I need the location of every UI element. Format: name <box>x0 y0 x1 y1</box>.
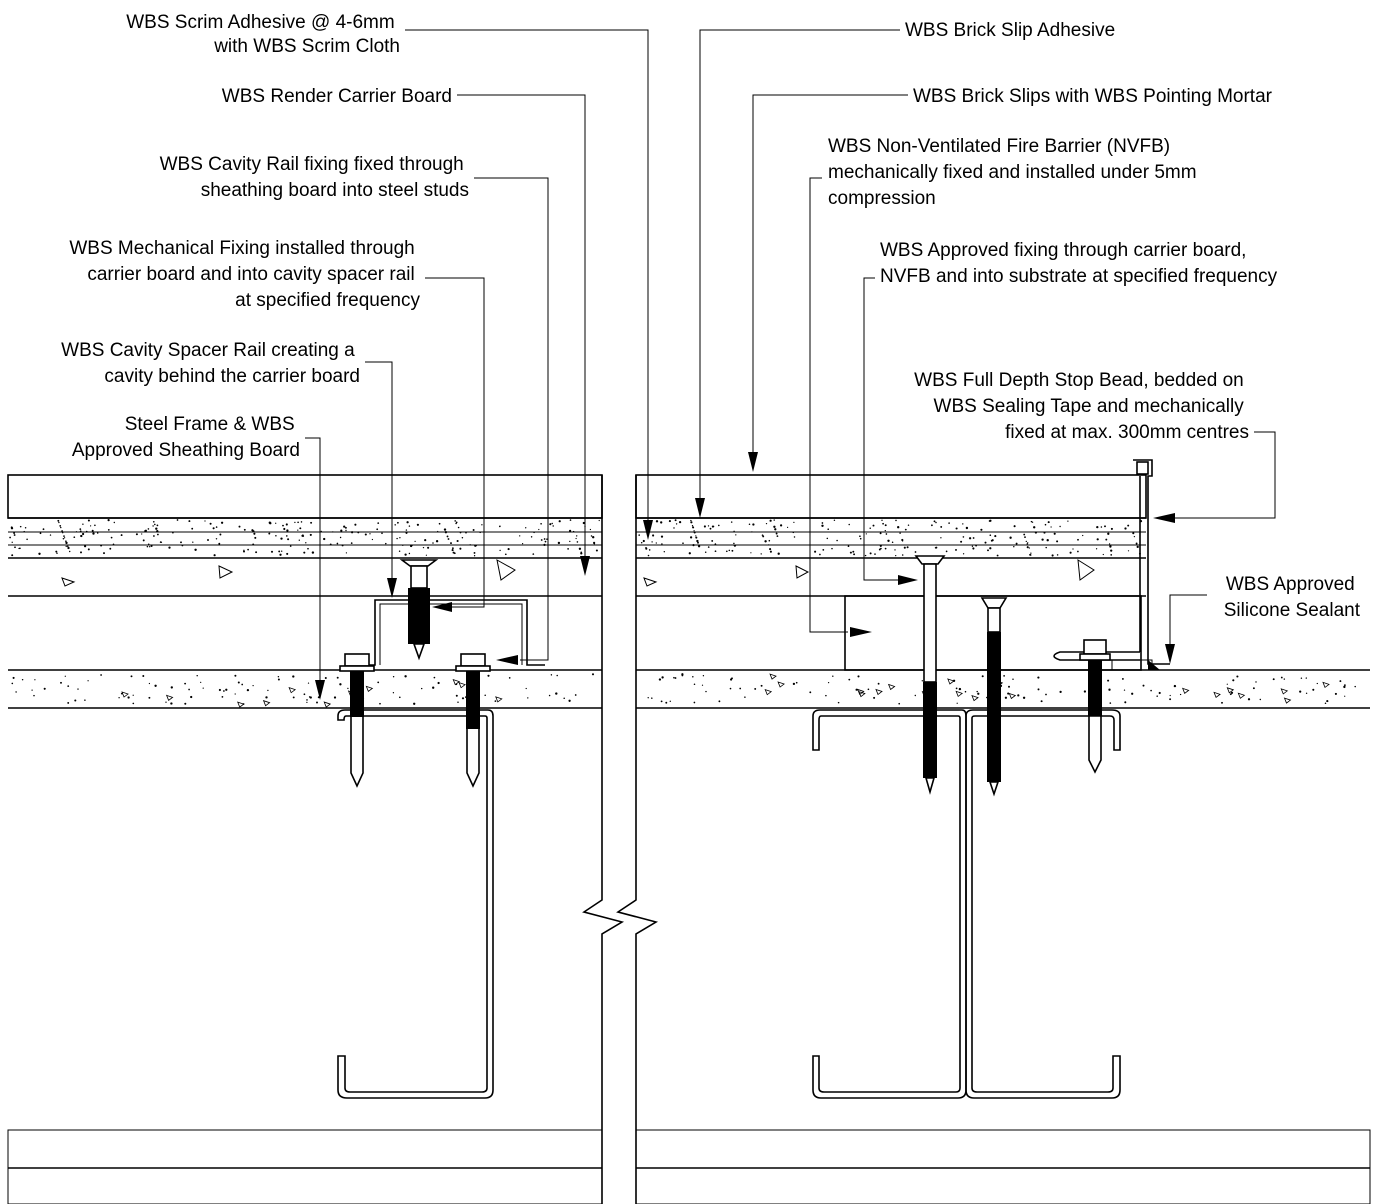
scrim-speckle-right <box>638 519 1143 557</box>
sheathing-speckle-left <box>11 673 595 708</box>
label-cavity-spacer-rail: WBS Cavity Spacer Rail creating a cavity… <box>61 340 360 387</box>
label-stop-bead: WBS Full Depth Stop Bead, bedded on WBS … <box>914 370 1249 443</box>
label-approved-fixing: WBS Approved fixing through carrier boar… <box>880 240 1278 287</box>
countersunk-fixing-screw <box>980 597 1008 797</box>
cavity-spacer-rail <box>355 599 545 666</box>
annotation-labels: WBS Scrim Adhesive @ 4-6mm with WBS Scri… <box>61 12 1361 621</box>
right-panel <box>616 459 1371 1204</box>
label-cavity-rail-fixing: WBS Cavity Rail fixing fixed through she… <box>160 154 469 201</box>
cavity-rail-fixing-screw-left <box>339 653 375 788</box>
label-silicone-sealant: WBS Approved Silicone Sealant <box>1224 574 1361 621</box>
substrate-right <box>635 1129 1371 1204</box>
approved-fixing-screw <box>914 555 946 795</box>
silicone-sealant-bead <box>1148 660 1160 670</box>
substrate-left <box>7 1129 603 1204</box>
label-brick-slips: WBS Brick Slips with WBS Pointing Mortar <box>913 86 1273 107</box>
break-line-left <box>582 475 625 1204</box>
brick-slip-layer <box>635 474 1147 519</box>
left-panel <box>7 474 625 1204</box>
cavity-rail-fixing-screw-right <box>455 653 491 788</box>
mechanical-fixing-screw <box>399 559 439 661</box>
sheathing-speckle-right <box>647 673 1356 705</box>
render-finish-layer <box>7 474 603 519</box>
scrim-speckle-left <box>9 519 600 557</box>
stop-bead-fixing-screw <box>1079 639 1111 774</box>
label-steel-frame: Steel Frame & WBS Approved Sheathing Boa… <box>72 414 300 461</box>
label-scrim-adhesive: WBS Scrim Adhesive @ 4-6mm with WBS Scri… <box>126 12 400 57</box>
stop-bead <box>1053 459 1170 671</box>
label-nvfb: WBS Non-Ventilated Fire Barrier (NVFB) m… <box>828 136 1202 209</box>
break-line-right <box>616 475 659 1204</box>
steel-stud-right-a <box>812 709 967 1099</box>
label-render-carrier-board: WBS Render Carrier Board <box>222 86 452 107</box>
label-brick-slip-adhesive: WBS Brick Slip Adhesive <box>905 20 1115 41</box>
sealing-tape <box>1111 659 1153 671</box>
steel-stud-left <box>337 709 494 1099</box>
label-mechanical-fixing: WBS Mechanical Fixing installed through … <box>69 238 420 311</box>
leader-lines <box>305 29 1276 700</box>
steel-stud-right-b <box>965 709 1121 1099</box>
